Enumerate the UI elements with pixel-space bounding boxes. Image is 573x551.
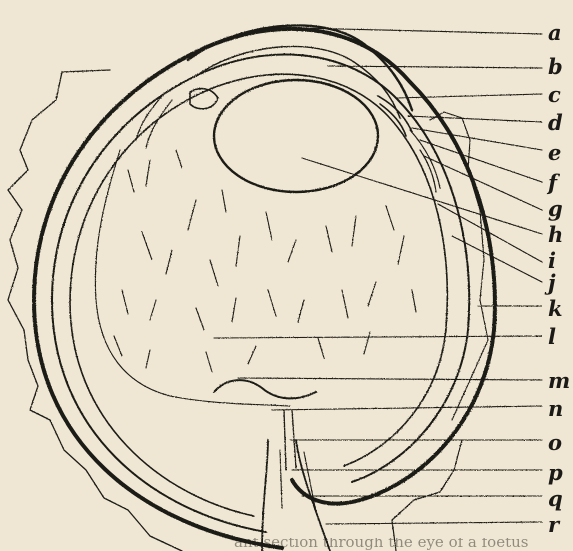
- optic-nerve-left: [262, 440, 268, 551]
- label-k: k: [548, 298, 568, 319]
- label-d: d: [548, 112, 568, 133]
- vitreous-body-outline: [95, 150, 290, 406]
- caption-fragment: ant section through the eye of a foetus: [0, 538, 573, 551]
- label-q: q: [548, 488, 568, 509]
- retina-coat: [70, 74, 447, 516]
- label-h: h: [548, 224, 568, 245]
- label-e: e: [548, 142, 568, 163]
- crystalline-lens: [214, 80, 378, 192]
- label-c: c: [548, 84, 568, 105]
- label-b: b: [548, 56, 568, 77]
- label-m: m: [548, 370, 568, 391]
- label-l: l: [548, 326, 568, 347]
- optic-disc: [214, 380, 316, 398]
- label-g: g: [548, 198, 568, 219]
- vitreous-texture: [114, 150, 416, 372]
- choroid-coat: [52, 54, 469, 532]
- iris-right: [378, 96, 412, 136]
- label-a: a: [548, 22, 568, 43]
- label-j: j: [548, 272, 568, 293]
- label-o: o: [548, 432, 568, 453]
- label-p: p: [548, 462, 568, 483]
- cornea-outer: [188, 25, 412, 110]
- label-f: f: [548, 172, 568, 193]
- label-n: n: [548, 398, 568, 419]
- label-i: i: [548, 250, 568, 271]
- label-r: r: [548, 514, 568, 535]
